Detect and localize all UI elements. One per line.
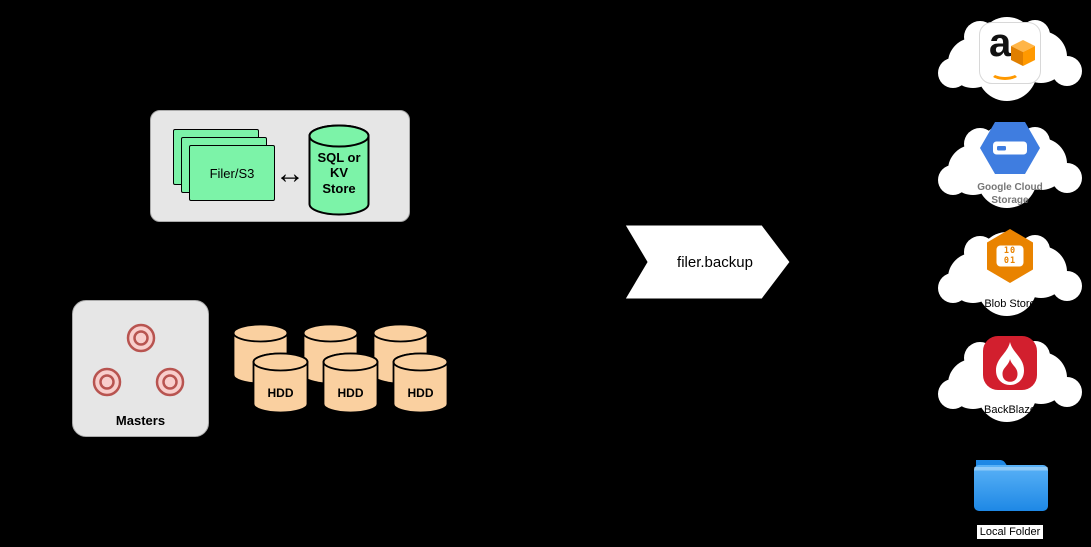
- filer-stack: Filer/S3: [173, 129, 277, 203]
- aws-cube-icon: [1011, 40, 1035, 66]
- amazon-smile-icon: [990, 65, 1020, 80]
- hdd-label: HDD: [407, 386, 434, 400]
- kv-store-cylinder: SQL or KV Store: [308, 124, 370, 216]
- azure-blob-store-icon: [987, 229, 1033, 283]
- google-cloud-storage-icon: [980, 122, 1040, 174]
- local-folder-destination: Local Folder: [960, 446, 1060, 547]
- volume-hdd-cylinder: HDD: [392, 352, 449, 414]
- masters-label: Masters: [115, 413, 166, 428]
- local-folder-label: Local Folder: [976, 525, 1044, 540]
- blob-binary-digits: 10 01: [1003, 245, 1017, 266]
- filer-backup-label: filer.backup: [677, 253, 753, 271]
- cloud-blob-store: 10 01 Blob Store: [935, 220, 1085, 320]
- cylinder-shape-icon: [308, 124, 370, 216]
- filer-label: Filer/S3: [209, 165, 255, 181]
- backblaze-label: BackBlaze: [984, 404, 1036, 416]
- filer-card-front: Filer/S3: [189, 145, 275, 201]
- amazon-a-letter: a: [989, 21, 1012, 65]
- kv-store-label: SQL or KV Store: [317, 150, 361, 196]
- blob-store-label: Blob Store: [984, 298, 1036, 310]
- volume-hdd-cylinder: HDD: [322, 352, 379, 414]
- masters-panel: Masters: [72, 300, 209, 437]
- master-nodes-icon: [92, 323, 185, 397]
- hdd-label: HDD: [267, 386, 294, 400]
- chevron-shape-icon: [624, 224, 791, 300]
- folder-icon: [974, 460, 1048, 511]
- filer-cluster-panel: Filer/S3 ↔ SQL or KV Store: [150, 110, 410, 222]
- google-cloud-storage-label: Google Cloud Storage: [977, 182, 1043, 206]
- filer-backup-arrow: filer.backup: [622, 222, 794, 302]
- volume-hdd-cylinder: HDD: [252, 352, 309, 414]
- cloud-google-cloud-storage: Google Cloud Storage: [935, 112, 1085, 212]
- backblaze-icon: [983, 336, 1037, 390]
- amazon-aws-icon: a: [979, 21, 1041, 84]
- backblaze-flame-icon: [996, 342, 1024, 385]
- hdd-label: HDD: [337, 386, 364, 400]
- bidirectional-arrow-icon: ↔: [275, 157, 305, 190]
- cloud-amazon-s3: a: [935, 5, 1085, 105]
- cloud-backblaze: BackBlaze: [935, 326, 1085, 426]
